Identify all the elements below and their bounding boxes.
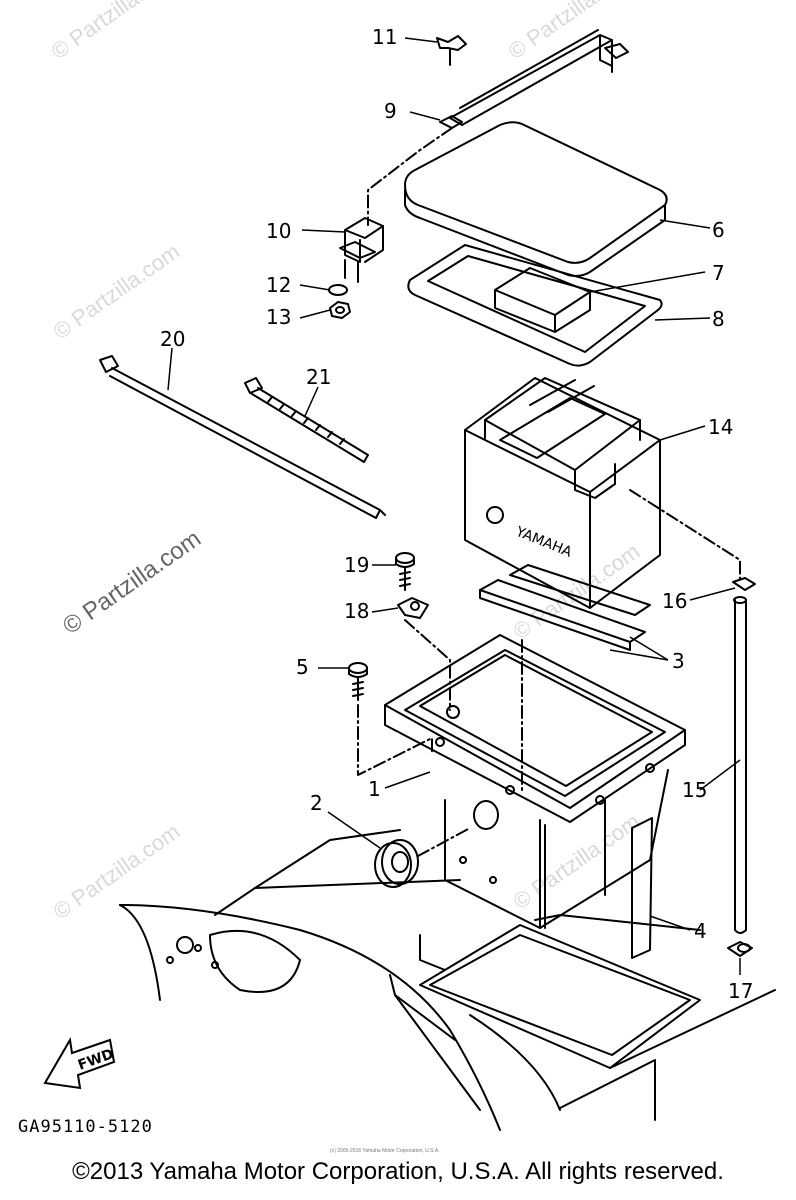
hose-clip-17 xyxy=(727,941,753,957)
assembly-line xyxy=(404,619,451,711)
wing-bolt-11 xyxy=(436,35,467,66)
callout-19: 19 xyxy=(344,553,369,577)
callout-2: 2 xyxy=(310,791,323,815)
callout-7: 7 xyxy=(712,261,725,285)
callout-1: 1 xyxy=(368,777,381,801)
callout-8: 8 xyxy=(712,307,725,331)
diagram-code: GA95110-5120 xyxy=(18,1117,153,1137)
cable-tie-21 xyxy=(244,377,369,463)
bracket-10 xyxy=(339,217,384,283)
watermark: © Partzilla.com xyxy=(49,819,185,925)
callout-12: 12 xyxy=(266,273,291,297)
tiny-notice: (c) 2005-2016 Yamaha Motor Corporation, … xyxy=(330,1148,440,1154)
leader-lines xyxy=(167,37,741,975)
callout-13: 13 xyxy=(266,305,291,329)
callout-9: 9 xyxy=(384,99,397,123)
screw-19 xyxy=(395,552,415,591)
callout-3: 3 xyxy=(672,649,685,673)
watermark: © Partzilla.com xyxy=(509,809,645,915)
callout-10: 10 xyxy=(266,219,291,243)
assembly-line xyxy=(357,704,433,776)
callout-11: 11 xyxy=(372,25,397,49)
callout-5: 5 xyxy=(296,655,309,679)
watermark: © Partzilla.com xyxy=(47,0,183,64)
hose-clip-16 xyxy=(732,577,756,591)
hull-outline xyxy=(119,829,776,1131)
copyright-notice: ©2013 Yamaha Motor Corporation, U.S.A. A… xyxy=(72,1158,724,1185)
callout-18: 18 xyxy=(344,599,369,623)
fwd-arrow-icon: FWD xyxy=(43,1037,116,1090)
cable-tie-20 xyxy=(99,355,386,519)
callout-17: 17 xyxy=(728,979,753,1003)
callout-16: 16 xyxy=(662,589,687,613)
battery-brand: YAMAHA xyxy=(513,523,575,560)
plate-9 xyxy=(439,115,463,129)
callout-4: 4 xyxy=(694,919,707,943)
watermark: © Partzilla.com xyxy=(58,525,206,640)
spacer-pads-3 xyxy=(479,564,651,651)
screw-5 xyxy=(348,662,368,701)
battery-hold-down-bar xyxy=(449,29,629,126)
clamp-18 xyxy=(397,597,429,619)
battery-cover-6 xyxy=(404,121,668,277)
watermark: © Partzilla.com xyxy=(504,0,640,64)
washer-12 xyxy=(328,284,348,296)
battery-14 xyxy=(464,377,661,609)
gasket-8 xyxy=(407,244,663,367)
grommet-2 xyxy=(374,827,471,888)
nut-13 xyxy=(329,301,351,319)
battery-box-1 xyxy=(384,634,686,929)
callout-numbers: 11 9 10 12 13 6 7 8 20 21 14 19 16 18 3 … xyxy=(160,25,753,1003)
callout-20: 20 xyxy=(160,327,185,351)
callout-6: 6 xyxy=(712,218,725,242)
assembly-line xyxy=(367,127,453,226)
vent-hose-15 xyxy=(733,596,747,934)
callout-14: 14 xyxy=(708,415,733,439)
callout-15: 15 xyxy=(682,778,707,802)
assembly-line xyxy=(629,489,741,581)
strap-4 xyxy=(631,817,653,959)
callout-21: 21 xyxy=(306,365,331,389)
